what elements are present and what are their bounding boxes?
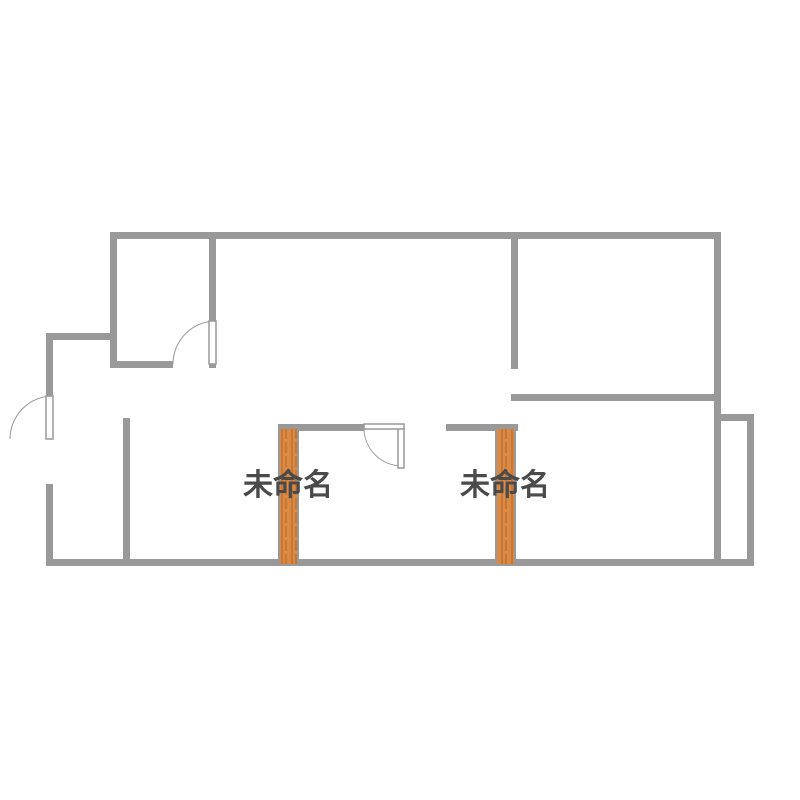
wall-balcony-top	[714, 414, 754, 421]
wall-room-b-top	[446, 424, 518, 431]
wall-left-upper	[46, 333, 53, 437]
wall-closet-bottom	[110, 361, 173, 368]
door-closet[interactable]	[208, 320, 217, 365]
room-label-left: 未命名	[243, 468, 333, 503]
wall-left-lower	[46, 484, 53, 566]
wall-bottom	[46, 559, 754, 566]
door-room-swing	[363, 427, 403, 467]
wall-inner-left	[123, 418, 130, 566]
door-entry[interactable]	[45, 395, 54, 440]
door-room[interactable]	[397, 427, 405, 469]
wall-divider-vertical	[511, 232, 518, 369]
wall-closet-left	[110, 232, 117, 368]
wall-top	[110, 232, 721, 239]
room-label-right: 未命名	[460, 468, 550, 503]
wall-divider-horizontal	[511, 394, 721, 401]
wall-balcony-right	[747, 414, 754, 566]
wall-closet-right	[209, 232, 216, 368]
door-room-frame	[363, 423, 405, 430]
wall-entry-top	[46, 333, 114, 340]
wood-pillar-right	[495, 427, 516, 566]
wall-room-a-top	[278, 424, 364, 431]
wood-pillar-left	[278, 427, 299, 566]
